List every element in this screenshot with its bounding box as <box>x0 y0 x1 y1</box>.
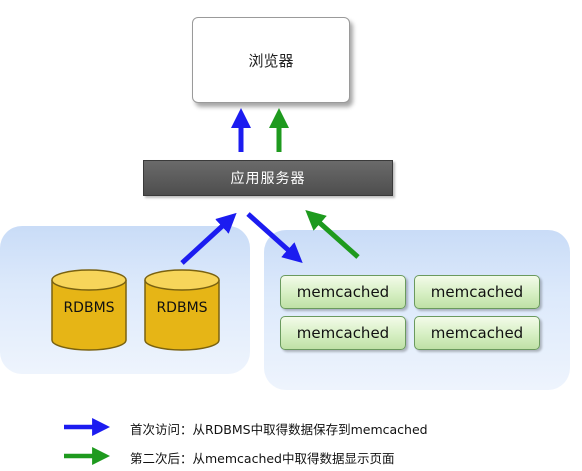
memcached-panel <box>264 230 570 390</box>
rdbms-label: RDBMS <box>63 300 115 316</box>
rdbms-label: RDBMS <box>156 300 208 316</box>
arrow-memcached-to-app <box>305 210 360 259</box>
memcached-label: memcached <box>296 283 390 301</box>
legend-item-second-access: 第二次后：从memcached中取得数据显示页面 <box>130 448 395 467</box>
memcached-label: memcached <box>296 324 390 342</box>
rdbms-cylinder: RDBMS <box>50 268 128 354</box>
memcached-box: memcached <box>414 316 540 350</box>
legend-text-second: 第二次后：从memcached中取得数据显示页面 <box>130 451 395 466</box>
database-icon <box>144 269 220 351</box>
legend-item-first-access: 首次访问：从RDBMS中取得数据保存到memcached <box>130 419 428 438</box>
app-server-bar: 应用服务器 <box>143 160 393 196</box>
memcached-box: memcached <box>280 275 406 309</box>
memcached-box: memcached <box>280 316 406 350</box>
rdbms-cylinder: RDBMS <box>143 268 221 354</box>
arrow-db-to-app <box>180 212 237 265</box>
legend-text-first: 首次访问：从RDBMS中取得数据保存到memcached <box>130 422 428 437</box>
memcached-label: memcached <box>430 324 524 342</box>
memcached-box: memcached <box>414 275 540 309</box>
arrow-app-to-memcached <box>246 212 303 264</box>
app-server-label: 应用服务器 <box>230 171 306 187</box>
browser-label: 浏览器 <box>248 51 294 70</box>
memcached-label: memcached <box>430 283 524 301</box>
database-icon <box>51 269 127 351</box>
browser-box: 浏览器 <box>192 17 350 103</box>
